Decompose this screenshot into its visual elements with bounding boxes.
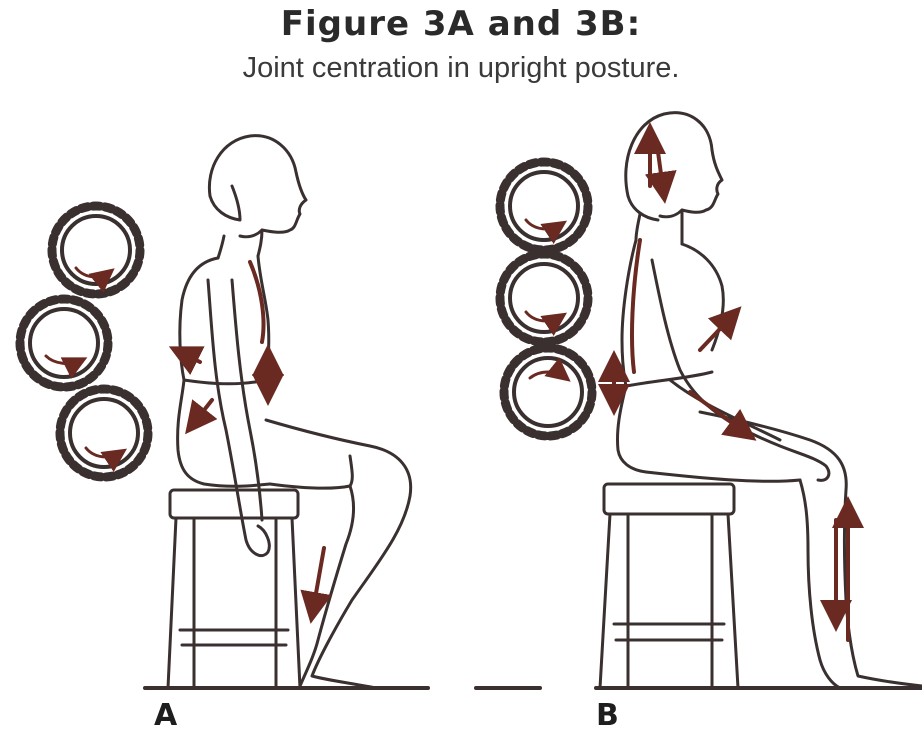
head-a xyxy=(209,136,306,258)
torso-a xyxy=(178,256,270,556)
panel-label-b: B xyxy=(596,698,619,733)
panel-a-illustration xyxy=(20,136,428,688)
leg-b xyxy=(700,412,922,688)
stool-a xyxy=(168,490,300,688)
panel-label-a: A xyxy=(154,698,177,733)
leg-a xyxy=(266,420,411,688)
head-b xyxy=(626,113,722,244)
gear-stack-a xyxy=(20,206,148,477)
gear-stack-b xyxy=(500,162,592,436)
torso-b xyxy=(617,240,828,481)
force-arrows-a xyxy=(176,262,324,616)
stool-b xyxy=(600,484,738,688)
